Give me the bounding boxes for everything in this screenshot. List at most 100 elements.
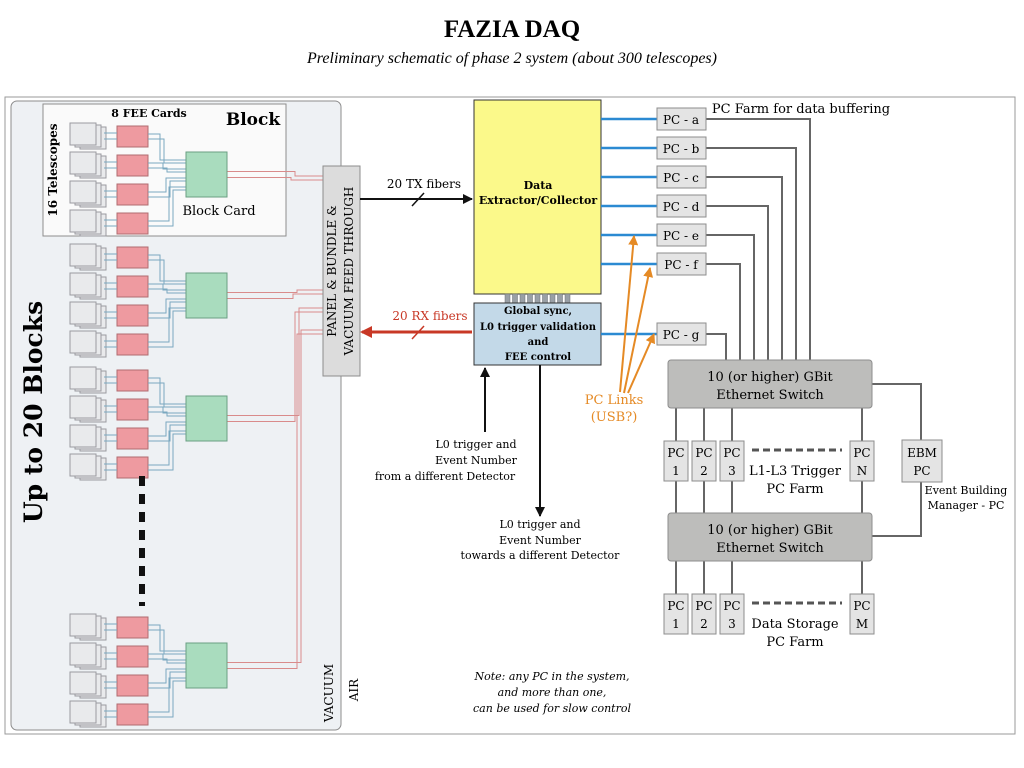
ethernet-switch-1 — [667, 359, 873, 409]
trigger-out-line3: towards a different Detector — [461, 549, 621, 562]
sync-line2: L0 trigger validation — [480, 322, 597, 333]
fee-link — [148, 433, 186, 471]
block-card — [185, 272, 228, 319]
fee-link — [148, 421, 186, 437]
pc-links-line1: PC Links — [585, 393, 644, 408]
fee-link — [148, 430, 186, 466]
trigger-pc-label: PC — [695, 446, 712, 460]
ebm-line2: PC — [913, 464, 930, 478]
ebm-label2: Manager - PC — [928, 499, 1005, 512]
storage-pc-box — [691, 593, 717, 635]
trigger-pc-box — [691, 440, 717, 482]
pc-label: PC - f — [664, 258, 699, 272]
data-collector-box — [473, 99, 602, 295]
pc-g-box — [656, 322, 707, 346]
ebm-link-bottom — [872, 482, 922, 537]
connector-pin — [557, 293, 563, 304]
pc-link-arrow-1 — [619, 235, 639, 393]
telescope-stack — [69, 209, 97, 233]
block-card — [185, 151, 228, 198]
fee-link — [148, 162, 186, 170]
fee-card — [116, 645, 149, 668]
fee-link — [148, 138, 186, 164]
block-label: Block — [226, 110, 282, 130]
block-fiber — [227, 311, 323, 422]
switch2-line1: 10 (or higher) GBit — [707, 523, 833, 538]
fee-cards-label: 8 FEE Cards — [111, 107, 186, 120]
connector-pin — [549, 293, 556, 304]
storage-pc-label: PC — [853, 599, 870, 613]
fee-link — [148, 298, 186, 314]
fee-link — [148, 254, 186, 282]
block-fiber — [227, 289, 323, 293]
storage-pc-number: 2 — [700, 617, 708, 631]
fee-link — [148, 377, 186, 405]
trigger-pc-box — [849, 440, 875, 482]
fee-link — [148, 180, 186, 198]
trigger-pc-number: N — [857, 464, 868, 478]
trigger-in-line1: L0 trigger and — [435, 438, 516, 451]
global-sync-box — [473, 302, 602, 366]
telescope-stack — [69, 272, 97, 296]
telescope-stack — [69, 671, 97, 695]
block-fiber — [227, 329, 323, 663]
pc-box — [656, 107, 707, 131]
fee-link — [148, 624, 186, 652]
trigger-farm-label2: PC Farm — [766, 482, 823, 497]
telescope-stack — [69, 453, 97, 477]
ethernet-switch-2 — [667, 512, 873, 562]
up-to-20-blocks-label: Up to 20 Blocks — [19, 301, 48, 523]
telescope-stack — [69, 424, 97, 448]
pc-label: PC - d — [663, 200, 700, 214]
page-subtitle: Preliminary schematic of phase 2 system … — [307, 50, 717, 67]
ebm-label1: Event Building — [925, 484, 1008, 497]
block-fiber — [227, 177, 323, 181]
fee-link — [148, 167, 186, 173]
gray-link — [706, 205, 769, 360]
ebm-line1: EBM — [907, 446, 937, 460]
gray-link — [706, 176, 783, 360]
fee-card — [116, 369, 149, 392]
outer-frame — [4, 96, 1016, 735]
trigger-pc-label: PC — [853, 446, 870, 460]
gray-link — [706, 118, 811, 360]
connector-pin — [527, 293, 533, 304]
fee-link — [148, 283, 186, 291]
fee-card — [116, 333, 149, 356]
trigger-in-line2: Event Number — [435, 454, 517, 467]
pc-label: PC - c — [663, 171, 699, 185]
trigger-pc-box — [663, 440, 689, 482]
storage-pc-number: 1 — [672, 617, 680, 631]
telescope-stack — [69, 700, 97, 724]
fee-card — [116, 275, 149, 298]
fee-link — [148, 307, 186, 343]
gray-link — [706, 234, 755, 360]
gray-link-g — [706, 333, 727, 360]
trigger-out-line2: Event Number — [499, 534, 581, 547]
block-fiber — [227, 171, 323, 177]
storage-pc-box — [849, 593, 875, 635]
fee-link — [148, 411, 186, 417]
fee-link — [148, 301, 186, 319]
fee-card — [116, 616, 149, 639]
pc-box — [656, 194, 707, 218]
fee-card — [116, 674, 149, 697]
storage-farm-label2: PC Farm — [766, 635, 823, 650]
fee-card — [116, 456, 149, 479]
pc-farm-label: PC Farm for data buffering — [712, 102, 890, 117]
telescope-stack — [69, 122, 97, 146]
storage-pc-label: PC — [723, 599, 740, 613]
fee-card — [116, 246, 149, 269]
fee-link — [148, 406, 186, 414]
telescopes-label: 16 Telescopes — [46, 123, 60, 216]
fee-card — [116, 125, 149, 148]
trigger-pc-label: PC — [723, 446, 740, 460]
trigger-pc-number: 3 — [728, 464, 736, 478]
connector-pin — [534, 293, 541, 304]
fee-card — [116, 427, 149, 450]
telescope-stack — [69, 330, 97, 354]
fee-link — [148, 668, 186, 684]
telescope-stack — [69, 151, 97, 175]
